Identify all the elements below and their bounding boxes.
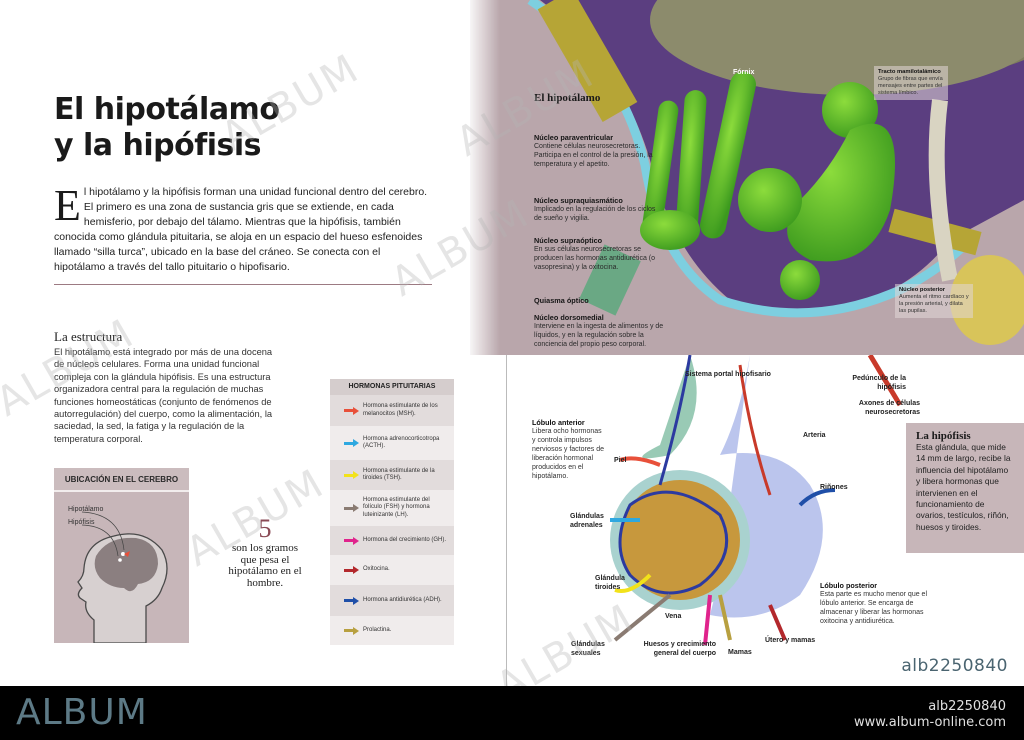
fact-number: 5 (258, 514, 272, 543)
title-line-2: y la hipófisis (54, 128, 262, 163)
hormones-title: HORMONAS PITUITARIAS (330, 379, 454, 395)
arrow-icon (344, 406, 360, 415)
head-silhouette-icon (77, 511, 168, 643)
arrow-icon (344, 626, 360, 635)
footer-id: alb2250840 (928, 699, 1006, 714)
label-kidneys: Riñones (820, 484, 848, 491)
hormone-label: Hormona estimulante del folículo (FSH) y… (363, 496, 430, 518)
album-logo[interactable]: ALBUM (16, 692, 148, 733)
footer-info: alb2250840 www.album-online.com (854, 699, 1006, 731)
label-skin: Piel (614, 457, 627, 464)
hormone-row: Prolactina. (330, 616, 454, 645)
label-sexual-glands: Glándulas sexuales (571, 641, 605, 657)
intro-text: l hipotálamo y la hipófisis forman una u… (54, 186, 428, 273)
page-fold (506, 355, 507, 686)
fact-callout: 5 son los gramos que pesa el hipotálamo … (225, 515, 305, 589)
label-uterus: Útero y mamas (765, 637, 816, 644)
hormone-row: Hormona antidiurética (ADH). (330, 585, 454, 616)
hormone-label: Hormona estimulante de la tiroides (TSH)… (363, 467, 435, 482)
hormone-label: Hormona antidiurética (ADH). (363, 596, 442, 603)
label-pituitary: Hipófisis (68, 519, 95, 526)
label-adrenal: Glándulas adrenales (570, 513, 604, 529)
footer-bar: ALBUM alb2250840 www.album-online.com (0, 686, 1024, 740)
label-breasts: Mamas (728, 649, 752, 656)
pituitary-info-box: La hipófisis Esta glándula, que mide 14 … (906, 423, 1024, 553)
arrow-icon (344, 536, 360, 545)
hormone-row: Hormona estimulante de los melanocitos (… (330, 395, 454, 426)
label-optic-chiasm: Quiasma óptico (534, 296, 589, 305)
pituitary-info-title: La hipófisis (916, 430, 971, 442)
label-fornix: Fórnix (733, 69, 755, 76)
hormone-row: Oxitocina. (330, 555, 454, 585)
hormone-row: Hormona adrenocorticotropa (ACTH). (330, 426, 454, 460)
hormone-label: Hormona del crecimiento (GH). (363, 536, 447, 543)
section-title: La estructura (54, 329, 123, 344)
label-axons: Axones de células neurosecretoras (858, 400, 920, 416)
arrow-icon (344, 596, 360, 605)
intro-paragraph: E l hipotálamo y la hipófisis forman una… (54, 181, 432, 275)
label-portal-system: Sistema portal hipofisario (685, 371, 771, 378)
fact-text: son los gramos que pesa el hipotálamo en… (228, 542, 302, 589)
label-thyroid: Glándula tiroides (595, 575, 625, 591)
label-peduncle: Pedúnculo de la hipófisis (852, 375, 906, 391)
drop-cap: E (54, 181, 81, 230)
arrow-icon (344, 439, 360, 447)
hormone-row: Hormona del crecimiento (GH). (330, 526, 454, 555)
title-line-1: El hipotálamo (54, 92, 280, 127)
label-artery: Arteria (803, 432, 826, 439)
magazine-spread: El hipotálamo y la hipófisis E l hipotál… (0, 0, 1024, 711)
label-bones: Huesos y crecimiento general del cuerpo (643, 641, 716, 657)
section-body: El hipotálamo está integrado por más de … (54, 347, 273, 444)
label-hypothalamus: Hipotálamo (68, 506, 104, 513)
hormone-label: Hormona estimulante de los melanocitos (… (363, 403, 438, 417)
hormone-label: Prolactina. (363, 626, 392, 633)
brain-location-title: UBICACIÓN EN EL CEREBRO (54, 468, 189, 492)
hypothalamus-section-title: El hipotálamo (534, 92, 601, 104)
hormone-label: Hormona adrenocorticotropa (ACTH). (363, 435, 440, 450)
image-id: alb2250840 (901, 656, 1008, 676)
arrow-icon (344, 566, 360, 574)
hormone-row: Hormona estimulante del folículo (FSH) y… (330, 490, 454, 526)
hypothalamus-illustration: El hipotálamo Fórnix Núcleo paraventricu… (470, 0, 1024, 355)
label-vein: Vena (665, 613, 682, 620)
hormone-row: Hormona estimulante de la tiroides (TSH)… (330, 460, 454, 490)
pituitary-hormones-table: HORMONAS PITUITARIAS Hormona estimulante… (330, 379, 454, 645)
arrow-icon (344, 504, 360, 512)
arrow-icon (344, 471, 360, 479)
page-title: El hipotálamo y la hipófisis (54, 92, 280, 164)
brain-location-box: UBICACIÓN EN EL CEREBRO Hipotálamo Hipóf… (54, 468, 189, 643)
footer-url[interactable]: www.album-online.com (853, 715, 1006, 730)
pituitary-info-body: Esta glándula, que mide 14 mm de largo, … (916, 442, 1011, 532)
pituitary-anatomy-graphic (610, 355, 903, 646)
hormone-label: Oxitocina. (363, 566, 390, 573)
divider (54, 284, 432, 285)
